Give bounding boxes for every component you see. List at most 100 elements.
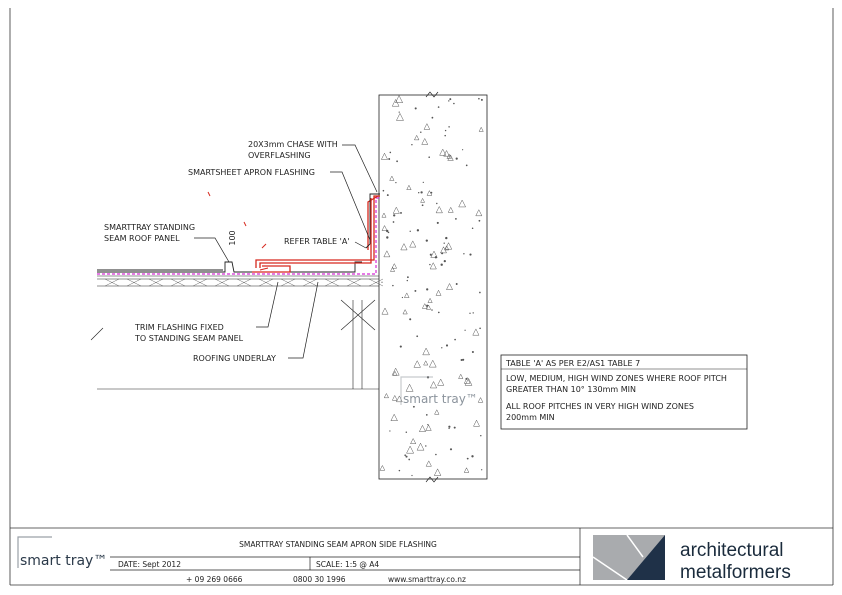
aggregate-dot: [414, 289, 417, 292]
aggregate-stone: [429, 262, 437, 270]
aggregate-stone: [395, 95, 404, 103]
table-a-line1: LOW, MEDIUM, HIGH WIND ZONES WHERE ROOF …: [506, 374, 727, 383]
aggregate-dot: [392, 221, 395, 223]
aggregate-stone: [422, 347, 430, 356]
aggregate-dot: [479, 291, 481, 294]
aggregate-stone: [429, 380, 438, 389]
aggregate-stone: [390, 413, 398, 421]
aggregate-stone: [391, 394, 398, 401]
aggregate-dot: [448, 425, 451, 428]
aggregate-stone: [406, 184, 412, 190]
aggregate-dot: [393, 214, 396, 217]
aggregate-dot: [441, 252, 444, 255]
aggregate-dot: [401, 296, 404, 299]
aggregate-dot: [437, 311, 440, 314]
aggregate-stone: [425, 460, 432, 467]
aggregate-dot: [443, 242, 445, 244]
aggregate-dot: [382, 189, 385, 192]
aggregate-dot: [440, 263, 443, 266]
aggregate-dot: [448, 126, 450, 128]
aggregate-stone: [400, 243, 408, 251]
label-underlay: ROOFING UNDERLAY: [193, 354, 276, 363]
aggregate-dot: [389, 430, 391, 432]
aggregate-dot: [435, 453, 437, 456]
aggregate-dot: [436, 221, 439, 224]
aggregate-dot: [416, 229, 420, 232]
aggregate-dot: [449, 448, 453, 451]
aggregate-dot: [462, 358, 465, 361]
aggregate-stone: [391, 263, 398, 269]
aggregate-dot: [463, 253, 465, 255]
substrate-hatch: [104, 278, 120, 287]
aggregate-dot: [469, 312, 471, 314]
aggregate-dot: [425, 239, 428, 242]
table-a: TABLE 'A' AS PER E2/AS1 TABLE 7 LOW, MED…: [500, 354, 748, 430]
aggregate-dot: [381, 281, 383, 283]
aggregate-dot: [480, 98, 483, 101]
substrate-hatch: [302, 278, 318, 287]
aggregate-stone: [389, 175, 395, 181]
chase-overflashing: [365, 193, 380, 249]
label-chase-line1: 20X3mm CHASE WITH: [248, 140, 338, 149]
aggregate-stone: [458, 373, 464, 379]
aggregate-stone: [426, 190, 433, 196]
aggregate-stone: [464, 377, 473, 386]
aggregate-dot: [426, 288, 429, 291]
label-trim-line1: TRIM FLASHING FIXED: [134, 323, 224, 332]
aggregate-stone: [433, 468, 442, 476]
aggregate-dot: [399, 345, 402, 348]
aggregate-stone: [430, 250, 438, 258]
watermark-logo: smart tray™: [400, 376, 478, 406]
aggregate-stone: [463, 467, 470, 473]
aggregate-dot: [471, 350, 474, 354]
aggregate-dot: [425, 414, 428, 416]
dimension-text: 100: [228, 230, 237, 245]
label-chase-line2: OVERFLASHING: [248, 151, 311, 160]
table-a-line2: GREATER THAN 10° 130mm MIN: [506, 385, 636, 394]
break-line-bottom: [425, 476, 439, 483]
aggregate-dot: [453, 102, 455, 105]
substrate-hatch: [258, 278, 274, 287]
aggregate-dot: [386, 229, 389, 233]
aggregate-stone: [413, 134, 420, 141]
aggregate-stone: [447, 206, 454, 213]
aggregate-stone: [444, 245, 450, 251]
aggregate-dot: [412, 405, 415, 408]
aggregate-stone: [439, 148, 447, 156]
aggregate-stone: [475, 209, 483, 217]
substrate-hatch: [170, 278, 186, 287]
aggregate-dot: [395, 181, 397, 184]
label-trim-line2: TO STANDING SEAM PANEL: [134, 334, 244, 343]
aggregate-dot: [387, 231, 390, 234]
aggregate-stone: [435, 289, 442, 296]
table-a-line3: ALL ROOF PITCHES IN VERY HIGH WIND ZONES: [506, 402, 694, 411]
aggregate-dot: [469, 253, 472, 256]
aggregate-dot: [431, 309, 433, 311]
sheet-border: [9, 8, 834, 586]
aggregate-stone: [458, 199, 467, 208]
aggregate-dot: [405, 455, 408, 458]
drawing-date: DATE: Sept 2012: [118, 560, 181, 569]
aggregate-stone: [434, 409, 440, 415]
aggregate-dot: [472, 312, 474, 314]
aggregate-stone: [421, 303, 428, 309]
label-panel-line2: SEAM ROOF PANEL: [104, 234, 180, 243]
aggregate-stone: [446, 282, 454, 290]
aggregate-stone: [381, 212, 387, 218]
aggregate-dot: [478, 219, 481, 222]
leader-lines: [194, 144, 378, 359]
aggregate-dot: [455, 218, 457, 220]
aggregate-stone: [396, 112, 404, 121]
aggregate-stone: [437, 378, 445, 386]
aggregate-stone: [383, 392, 389, 399]
aggregate-dot: [443, 259, 446, 263]
aggregate-stone: [421, 137, 429, 145]
aggregate-dot: [398, 469, 401, 472]
aggregate-dot: [445, 236, 448, 240]
aggregate-stone: [435, 205, 443, 214]
aggregate-dot: [460, 358, 463, 362]
company-name-line1: architectural: [680, 540, 784, 561]
aggregate-stone: [423, 123, 431, 130]
aggregate-stone: [443, 149, 450, 157]
aggregate-dot: [448, 427, 450, 430]
